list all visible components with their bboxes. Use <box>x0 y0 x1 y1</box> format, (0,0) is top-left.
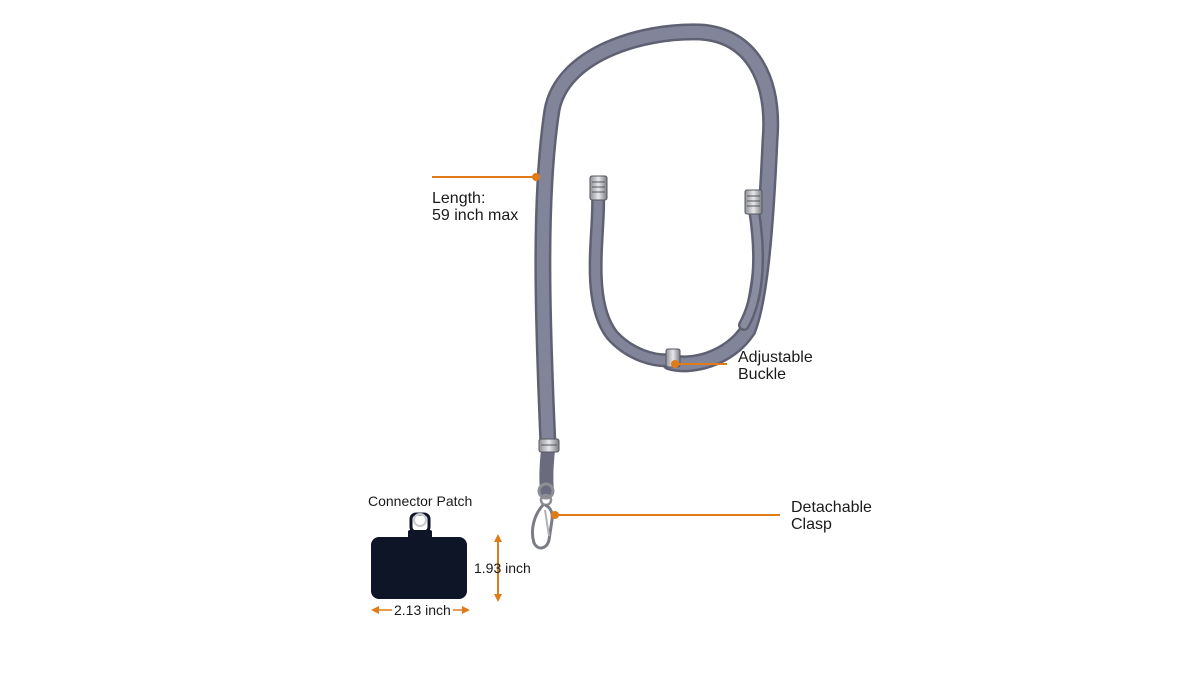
clasp-callout-line1: Detachable <box>791 499 872 516</box>
clasp-callout-line2: Clasp <box>791 516 832 533</box>
connector-patch-title: Connector Patch <box>368 493 473 509</box>
strap-end-cap-left <box>589 175 608 201</box>
clasp-callout-label: Detachable Clasp <box>791 499 872 533</box>
callout-clasp-line <box>551 511 780 519</box>
height-dimension-label: 1.93 inch <box>474 560 531 576</box>
lanyard-strap <box>534 23 780 499</box>
length-callout-line2: 59 inch max <box>432 207 519 224</box>
height-dimension-arrow <box>494 534 502 602</box>
callout-length-line <box>432 173 540 181</box>
strap-end-cap-right <box>744 189 763 215</box>
length-callout-label: Length: 59 inch max <box>432 190 518 224</box>
width-dimension-label: 2.13 inch <box>392 602 453 618</box>
buckle-callout-label: Adjustable Buckle <box>738 349 813 383</box>
buckle-callout-line1: Adjustable <box>738 349 813 366</box>
connector-patch <box>371 512 467 599</box>
detachable-clasp <box>530 482 555 550</box>
callout-buckle-line <box>671 360 727 368</box>
buckle-callout-line2: Buckle <box>738 366 787 383</box>
length-callout-line1: Length: <box>432 190 486 207</box>
strap-ferrule <box>538 438 560 453</box>
